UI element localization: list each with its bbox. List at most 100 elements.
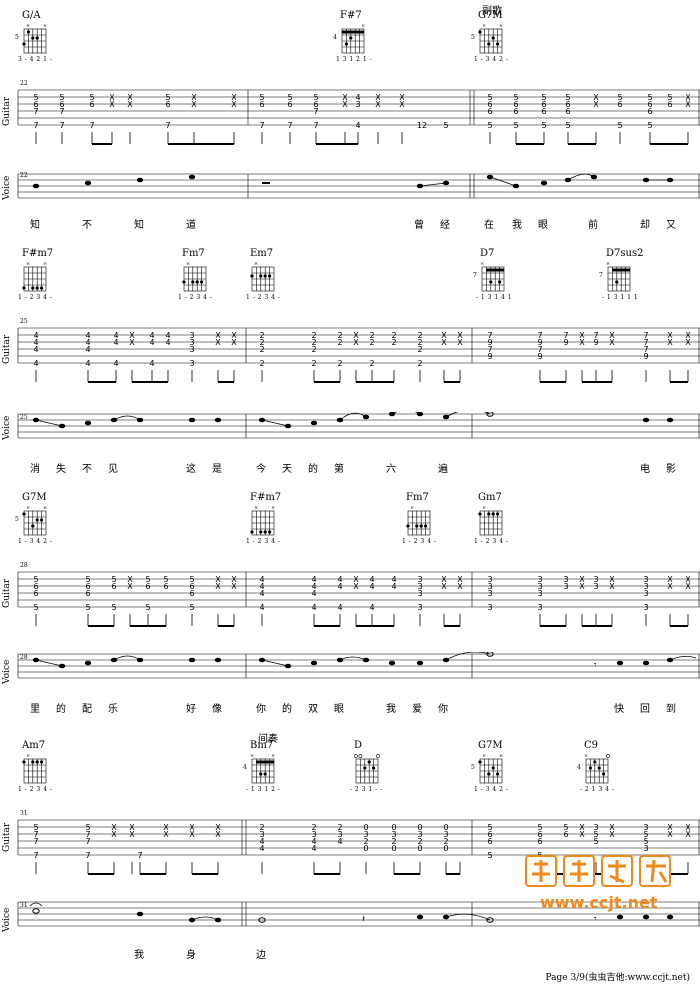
- lyric: 我: [386, 704, 396, 715]
- svg-text:4: 4: [33, 331, 38, 340]
- svg-text:X: X: [129, 823, 135, 832]
- svg-text:6: 6: [313, 100, 318, 109]
- svg-text:X: X: [685, 575, 691, 584]
- svg-text:X: X: [457, 575, 463, 584]
- lyric: 爱: [412, 704, 422, 715]
- svg-text:7: 7: [33, 121, 38, 130]
- svg-text:3: 3: [487, 582, 492, 591]
- svg-text:6: 6: [33, 100, 38, 109]
- svg-text:6: 6: [145, 582, 150, 591]
- lyric: 像: [212, 704, 222, 715]
- svg-text:5: 5: [33, 823, 38, 832]
- svg-text:9: 9: [563, 338, 568, 347]
- svg-text:5: 5: [145, 603, 150, 612]
- svg-text:X: X: [215, 830, 221, 839]
- svg-text:2: 2: [391, 338, 396, 347]
- svg-text:5: 5: [487, 93, 492, 102]
- svg-text:5: 5: [111, 603, 116, 612]
- chord-name: D7: [480, 248, 495, 259]
- svg-text:4: 4: [337, 575, 342, 584]
- svg-text:4: 4: [259, 603, 264, 612]
- svg-text:5: 5: [33, 93, 38, 102]
- lyric: 的: [308, 464, 318, 475]
- svg-text:3: 3: [189, 331, 194, 340]
- svg-text:2: 2: [337, 338, 342, 347]
- svg-text:2: 2: [311, 823, 316, 832]
- svg-text:X: X: [667, 830, 673, 839]
- svg-text:3: 3: [487, 575, 492, 584]
- svg-text:4: 4: [85, 331, 90, 340]
- fret-number: 7: [599, 272, 603, 279]
- voice-staff: 𝄾: [17, 652, 700, 679]
- svg-text:X: X: [685, 100, 691, 109]
- chord-grid-icon: ××: [22, 261, 47, 292]
- svg-text:X: X: [215, 582, 221, 591]
- svg-text:7: 7: [33, 830, 38, 839]
- chord-name: G/A: [22, 10, 41, 21]
- svg-text:6: 6: [537, 837, 542, 846]
- svg-text:6: 6: [33, 582, 38, 591]
- measure-number: 31: [20, 902, 28, 909]
- svg-text:2: 2: [417, 338, 422, 347]
- svg-text:X: X: [609, 575, 615, 584]
- svg-text:2: 2: [311, 331, 316, 340]
- fingering: 1 - 2 3 4 -: [178, 294, 213, 301]
- svg-text:4: 4: [113, 359, 118, 368]
- svg-text:X: X: [579, 582, 585, 591]
- fingering: 1 - 2 3 4 -: [402, 538, 437, 545]
- svg-text:X: X: [127, 100, 133, 109]
- svg-text:3: 3: [443, 830, 448, 839]
- svg-text:×: ×: [43, 261, 47, 267]
- svg-text:7: 7: [487, 345, 492, 354]
- svg-text:3: 3: [537, 575, 542, 584]
- svg-text:×: ×: [584, 753, 588, 759]
- svg-text:0: 0: [363, 844, 368, 853]
- chord-name: Am7: [22, 740, 46, 751]
- chord-name: G7M: [478, 740, 503, 751]
- fingering: - 1 3 1 2 -: [246, 786, 281, 793]
- svg-text:6: 6: [487, 830, 492, 839]
- measure-number: 22: [20, 172, 28, 179]
- measure-number: 25: [20, 414, 28, 421]
- svg-text:X: X: [457, 331, 463, 340]
- rest-icon: 𝄾: [594, 660, 597, 671]
- svg-text:0: 0: [417, 844, 422, 853]
- svg-text:5: 5: [513, 121, 518, 130]
- svg-text:×: ×: [26, 23, 30, 29]
- chord-grid-icon: ×: [478, 505, 503, 536]
- fingering: 1 - 2 3 4 -: [474, 538, 509, 545]
- svg-text:7: 7: [33, 837, 38, 846]
- svg-text:X: X: [579, 338, 585, 347]
- svg-text:X: X: [667, 338, 673, 347]
- svg-text:7: 7: [537, 345, 542, 354]
- svg-text:7: 7: [85, 851, 90, 860]
- svg-text:9: 9: [487, 338, 492, 347]
- svg-text:4: 4: [369, 603, 374, 612]
- svg-text:3: 3: [593, 582, 598, 591]
- svg-text:6: 6: [89, 100, 94, 109]
- svg-text:7: 7: [313, 121, 318, 130]
- svg-text:X: X: [231, 582, 237, 591]
- chord-name: Gm7: [478, 492, 502, 503]
- svg-text:5: 5: [563, 823, 568, 832]
- chord-grid-icon: ××: [22, 23, 47, 54]
- svg-text:12: 12: [417, 121, 427, 130]
- svg-text:3: 3: [593, 823, 598, 832]
- svg-text:5: 5: [85, 603, 90, 612]
- svg-text:X: X: [129, 830, 135, 839]
- svg-text:2: 2: [311, 338, 316, 347]
- svg-text:X: X: [593, 100, 599, 109]
- chord-name: G7M: [478, 10, 503, 21]
- svg-text:4: 4: [259, 582, 264, 591]
- svg-text:X: X: [685, 830, 691, 839]
- svg-text:0: 0: [443, 844, 448, 853]
- fret-number: 5: [471, 764, 475, 771]
- svg-text:2: 2: [417, 837, 422, 846]
- svg-text:3: 3: [417, 830, 422, 839]
- svg-text:×: ×: [43, 505, 47, 511]
- svg-text:X: X: [685, 331, 691, 340]
- lyric: 你: [256, 704, 266, 715]
- svg-text:9: 9: [643, 352, 648, 361]
- lyric: 前: [588, 220, 598, 231]
